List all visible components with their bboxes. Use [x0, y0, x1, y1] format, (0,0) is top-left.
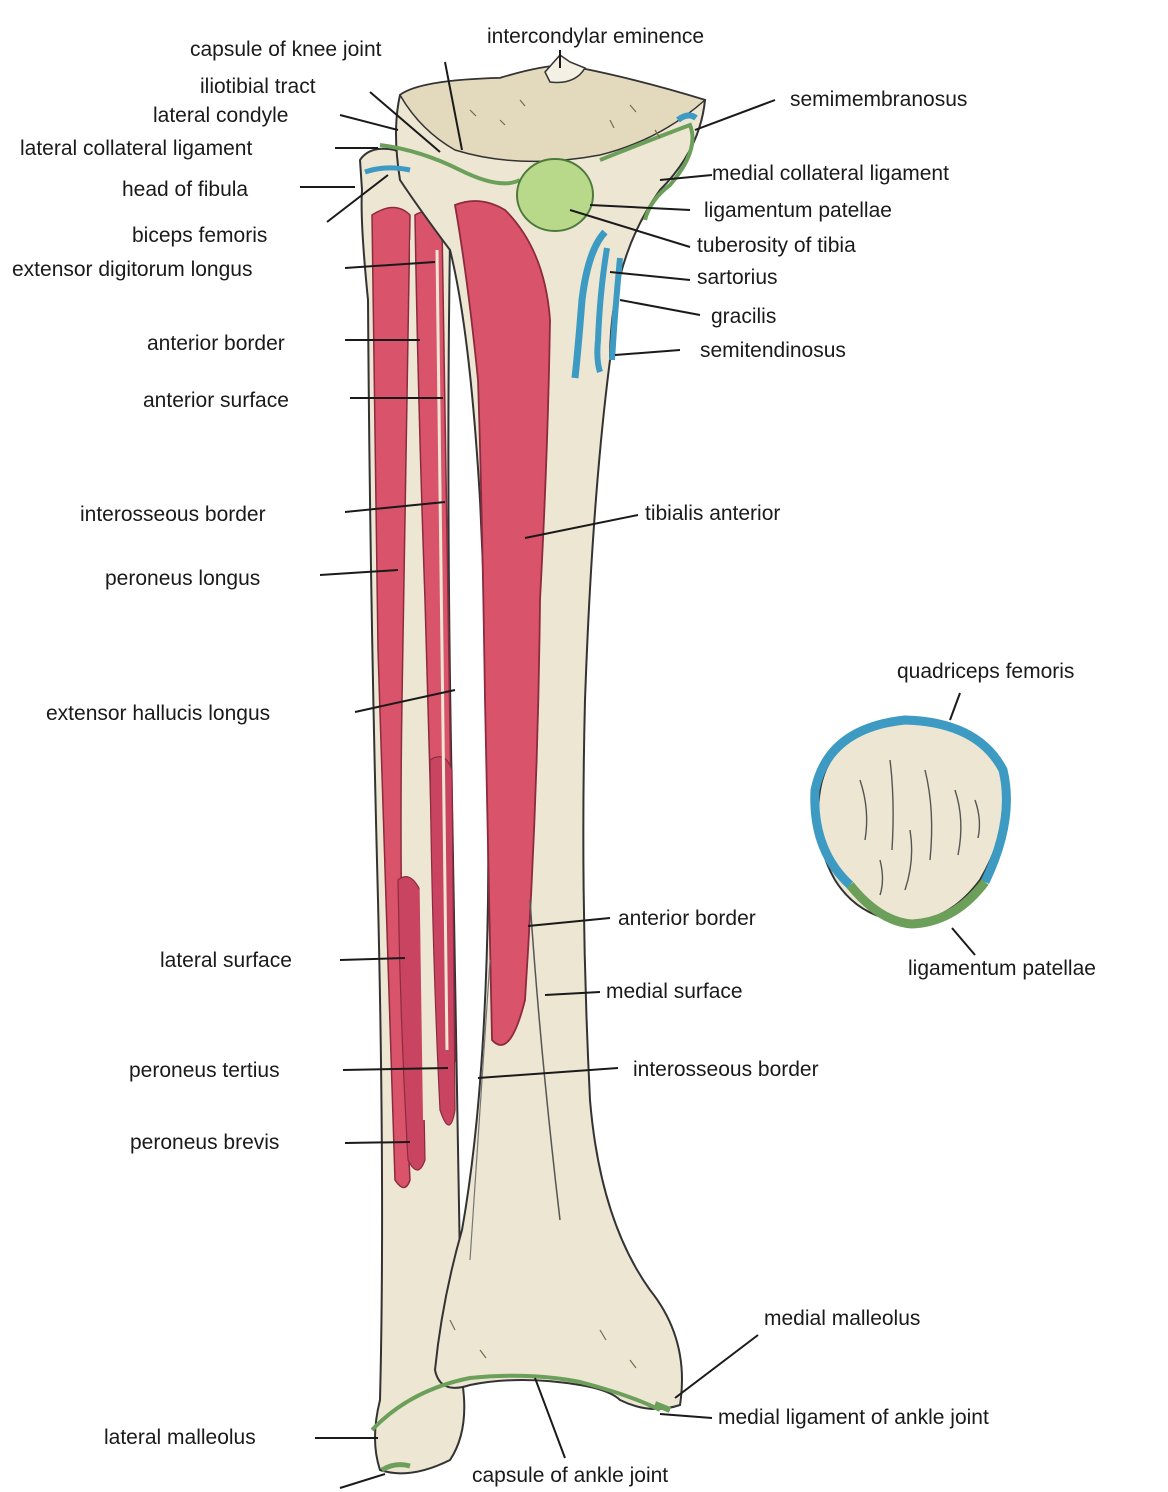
- label-ligamentum-patellae-patella: ligamentum patellae: [908, 957, 1096, 981]
- label-medial-surface: medial surface: [606, 980, 743, 1004]
- label-sartorius: sartorius: [697, 266, 778, 290]
- label-peroneus-brevis: peroneus brevis: [130, 1131, 279, 1155]
- label-extensor-digitorum-longus: extensor digitorum longus: [12, 258, 252, 282]
- label-extensor-hallucis-longus: extensor hallucis longus: [46, 702, 270, 726]
- label-head-of-fibula: head of fibula: [122, 178, 248, 202]
- label-interosseous-border-upper: interosseous border: [80, 503, 266, 527]
- label-lateral-malleolus: lateral malleolus: [104, 1426, 256, 1450]
- label-semimembranosus: semimembranosus: [790, 88, 967, 112]
- label-medial-collateral-ligament: medial collateral ligament: [712, 162, 949, 186]
- label-lateral-collateral-ligament: lateral collateral ligament: [20, 137, 252, 161]
- label-tuberosity-of-tibia: tuberosity of tibia: [697, 234, 856, 258]
- label-peroneus-longus: peroneus longus: [105, 567, 260, 591]
- label-anterior-surface: anterior surface: [143, 389, 289, 413]
- label-quadriceps-femoris: quadriceps femoris: [897, 660, 1074, 684]
- label-anterior-border-upper: anterior border: [147, 332, 285, 356]
- label-tibialis-anterior: tibialis anterior: [645, 502, 780, 526]
- label-gracilis: gracilis: [711, 305, 776, 329]
- label-biceps-femoris: biceps femoris: [132, 224, 267, 248]
- label-capsule-of-ankle-joint: capsule of ankle joint: [472, 1464, 668, 1488]
- label-capsule-of-knee-joint: capsule of knee joint: [190, 38, 381, 62]
- ligamentum-patellae-insertion: [517, 159, 593, 231]
- label-semitendinosus: semitendinosus: [700, 339, 846, 363]
- label-intercondylar-eminence: intercondylar eminence: [487, 25, 704, 49]
- label-medial-malleolus: medial malleolus: [764, 1307, 920, 1331]
- label-ligamentum-patellae: ligamentum patellae: [704, 199, 892, 223]
- label-lateral-condyle: lateral condyle: [153, 104, 288, 128]
- label-interosseous-border-lower: interosseous border: [633, 1058, 819, 1082]
- label-lateral-surface: lateral surface: [160, 949, 292, 973]
- label-anterior-border-lower: anterior border: [618, 907, 756, 931]
- label-iliotibial-tract: iliotibial tract: [200, 75, 316, 99]
- label-peroneus-tertius: peroneus tertius: [129, 1059, 280, 1083]
- label-medial-ligament-of-ankle-joint: medial ligament of ankle joint: [718, 1406, 989, 1430]
